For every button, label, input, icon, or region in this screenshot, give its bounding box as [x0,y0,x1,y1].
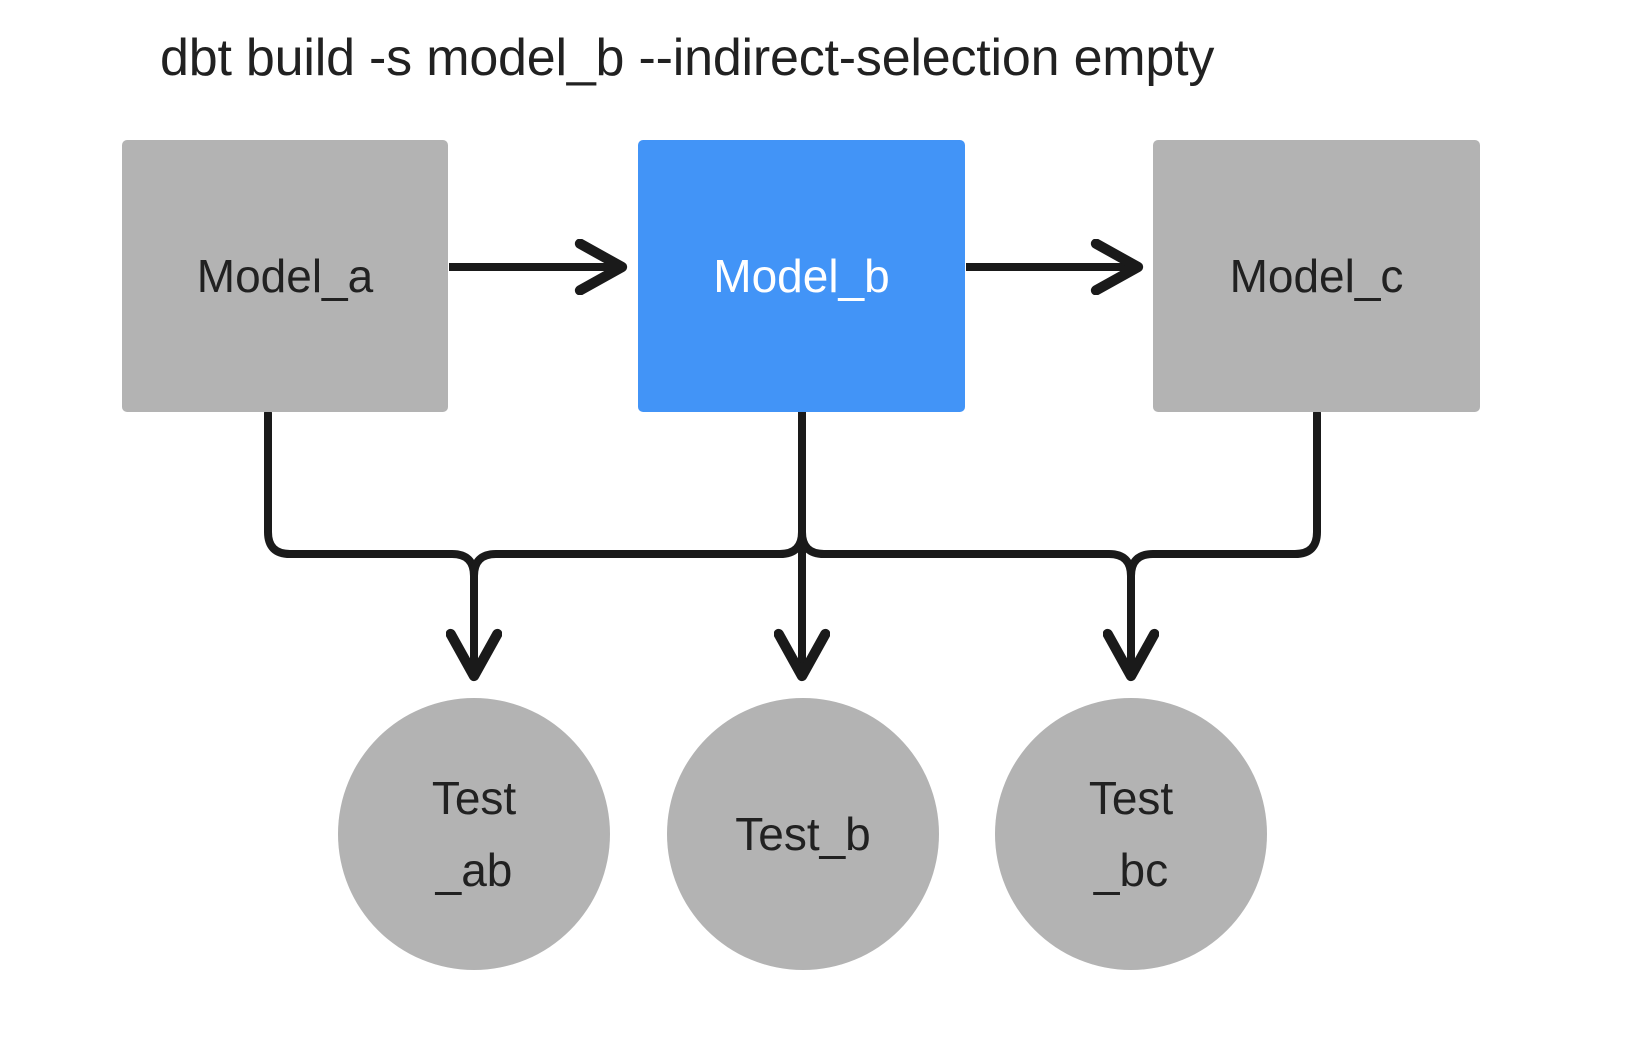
edge-model-b-to-test-ab [470,409,806,680]
node-test-ab-label-line2: _ab [435,844,513,896]
node-test-bc[interactable]: Test _bc [995,698,1267,970]
node-model-a[interactable]: Model_a [122,140,448,412]
node-test-b[interactable]: Test_b [667,698,939,970]
node-model-c-label: Model_c [1229,249,1404,302]
edge-model-b-to-test-bc [798,409,1131,676]
node-test-ab-label-line1: Test [431,772,517,824]
node-test-bc-label-line2: _bc [1093,844,1169,896]
edge-model-a-to-test-ab [264,409,474,676]
node-model-b-label: Model_b [713,249,890,302]
diagram-title: dbt build -s model_b --indirect-selectio… [160,29,1215,87]
node-test-b-label-line1: Test_b [735,808,871,860]
node-model-b[interactable]: Model_b [638,140,965,412]
edge-model-c-to-test-bc [1127,409,1321,680]
node-test-ab[interactable]: Test _ab [338,698,610,970]
node-test-bc-label-line1: Test [1088,772,1174,824]
node-model-c[interactable]: Model_c [1153,140,1480,412]
node-model-a-label: Model_a [196,249,374,302]
